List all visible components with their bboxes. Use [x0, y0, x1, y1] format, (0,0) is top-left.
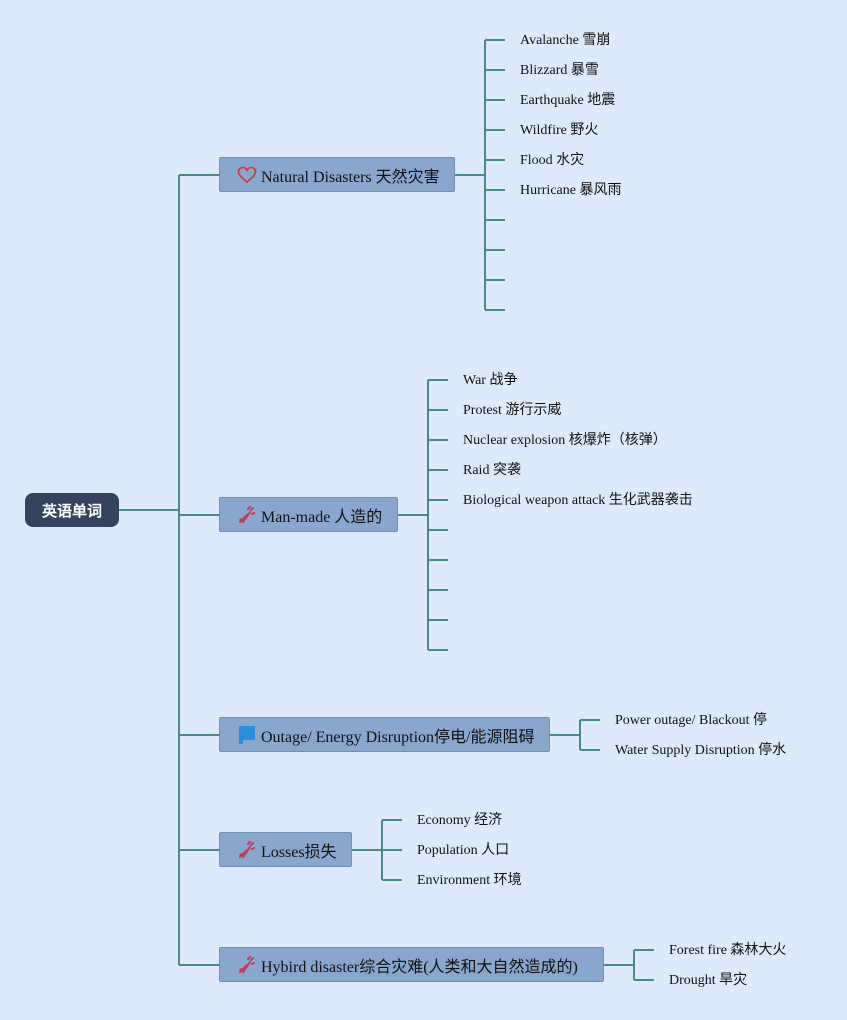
leaf-node[interactable]: Water Supply Disruption 停水	[615, 743, 787, 758]
branch-node-hybird-disaster[interactable]: Hybird disaster综合灾难(人类和大自然造成的)	[219, 947, 604, 982]
branch-node-losses[interactable]: Losses损失	[219, 832, 352, 867]
leaf-node[interactable]: Wildfire 野火	[520, 123, 599, 138]
branch-node-natural-disasters[interactable]: Natural Disasters 天然灾害	[219, 157, 455, 192]
heart-icon	[237, 165, 257, 185]
leaf-node[interactable]: Drought 旱灾	[669, 973, 748, 988]
leaf-node[interactable]: Forest fire 森林大火	[669, 943, 787, 958]
branch-label: Natural Disasters 天然灾害	[261, 168, 440, 186]
root-node[interactable]: 英语单词	[25, 493, 119, 527]
branch-node-man-made[interactable]: Man-made 人造的	[219, 497, 398, 532]
leaf-node[interactable]: War 战争	[463, 373, 518, 388]
branch-label: Hybird disaster综合灾难(人类和大自然造成的)	[261, 958, 578, 976]
leaf-node[interactable]: Protest 游行示威	[463, 403, 562, 418]
leaf-node[interactable]: Nuclear explosion 核爆炸（核弹）	[463, 433, 667, 448]
leaf-node[interactable]: Population 人口	[417, 843, 510, 858]
branch-label: Outage/ Energy Disruption停电/能源阻碍	[261, 728, 535, 746]
leaf-node[interactable]: Power outage/ Blackout 停	[615, 713, 768, 728]
tools-icon	[237, 840, 257, 860]
leaf-node[interactable]: Biological weapon attack 生化武器袭击	[463, 493, 693, 508]
leaf-node[interactable]: Environment 环境	[417, 873, 522, 888]
leaf-node[interactable]: Raid 突袭	[463, 463, 521, 478]
flag-icon	[237, 725, 257, 745]
branch-label: Man-made 人造的	[261, 508, 383, 526]
leaf-node[interactable]: Blizzard 暴雪	[520, 63, 599, 78]
leaf-node[interactable]: Avalanche 雪崩	[520, 33, 611, 48]
leaf-node[interactable]: Hurricane 暴风雨	[520, 183, 622, 198]
tools-icon	[237, 505, 257, 525]
tools-icon	[237, 955, 257, 975]
leaf-node[interactable]: Earthquake 地震	[520, 93, 616, 108]
leaf-node[interactable]: Economy 经济	[417, 813, 503, 828]
leaf-node[interactable]: Flood 水灾	[520, 153, 585, 168]
branch-label: Losses损失	[261, 843, 337, 861]
branch-node-outage[interactable]: Outage/ Energy Disruption停电/能源阻碍	[219, 717, 550, 752]
